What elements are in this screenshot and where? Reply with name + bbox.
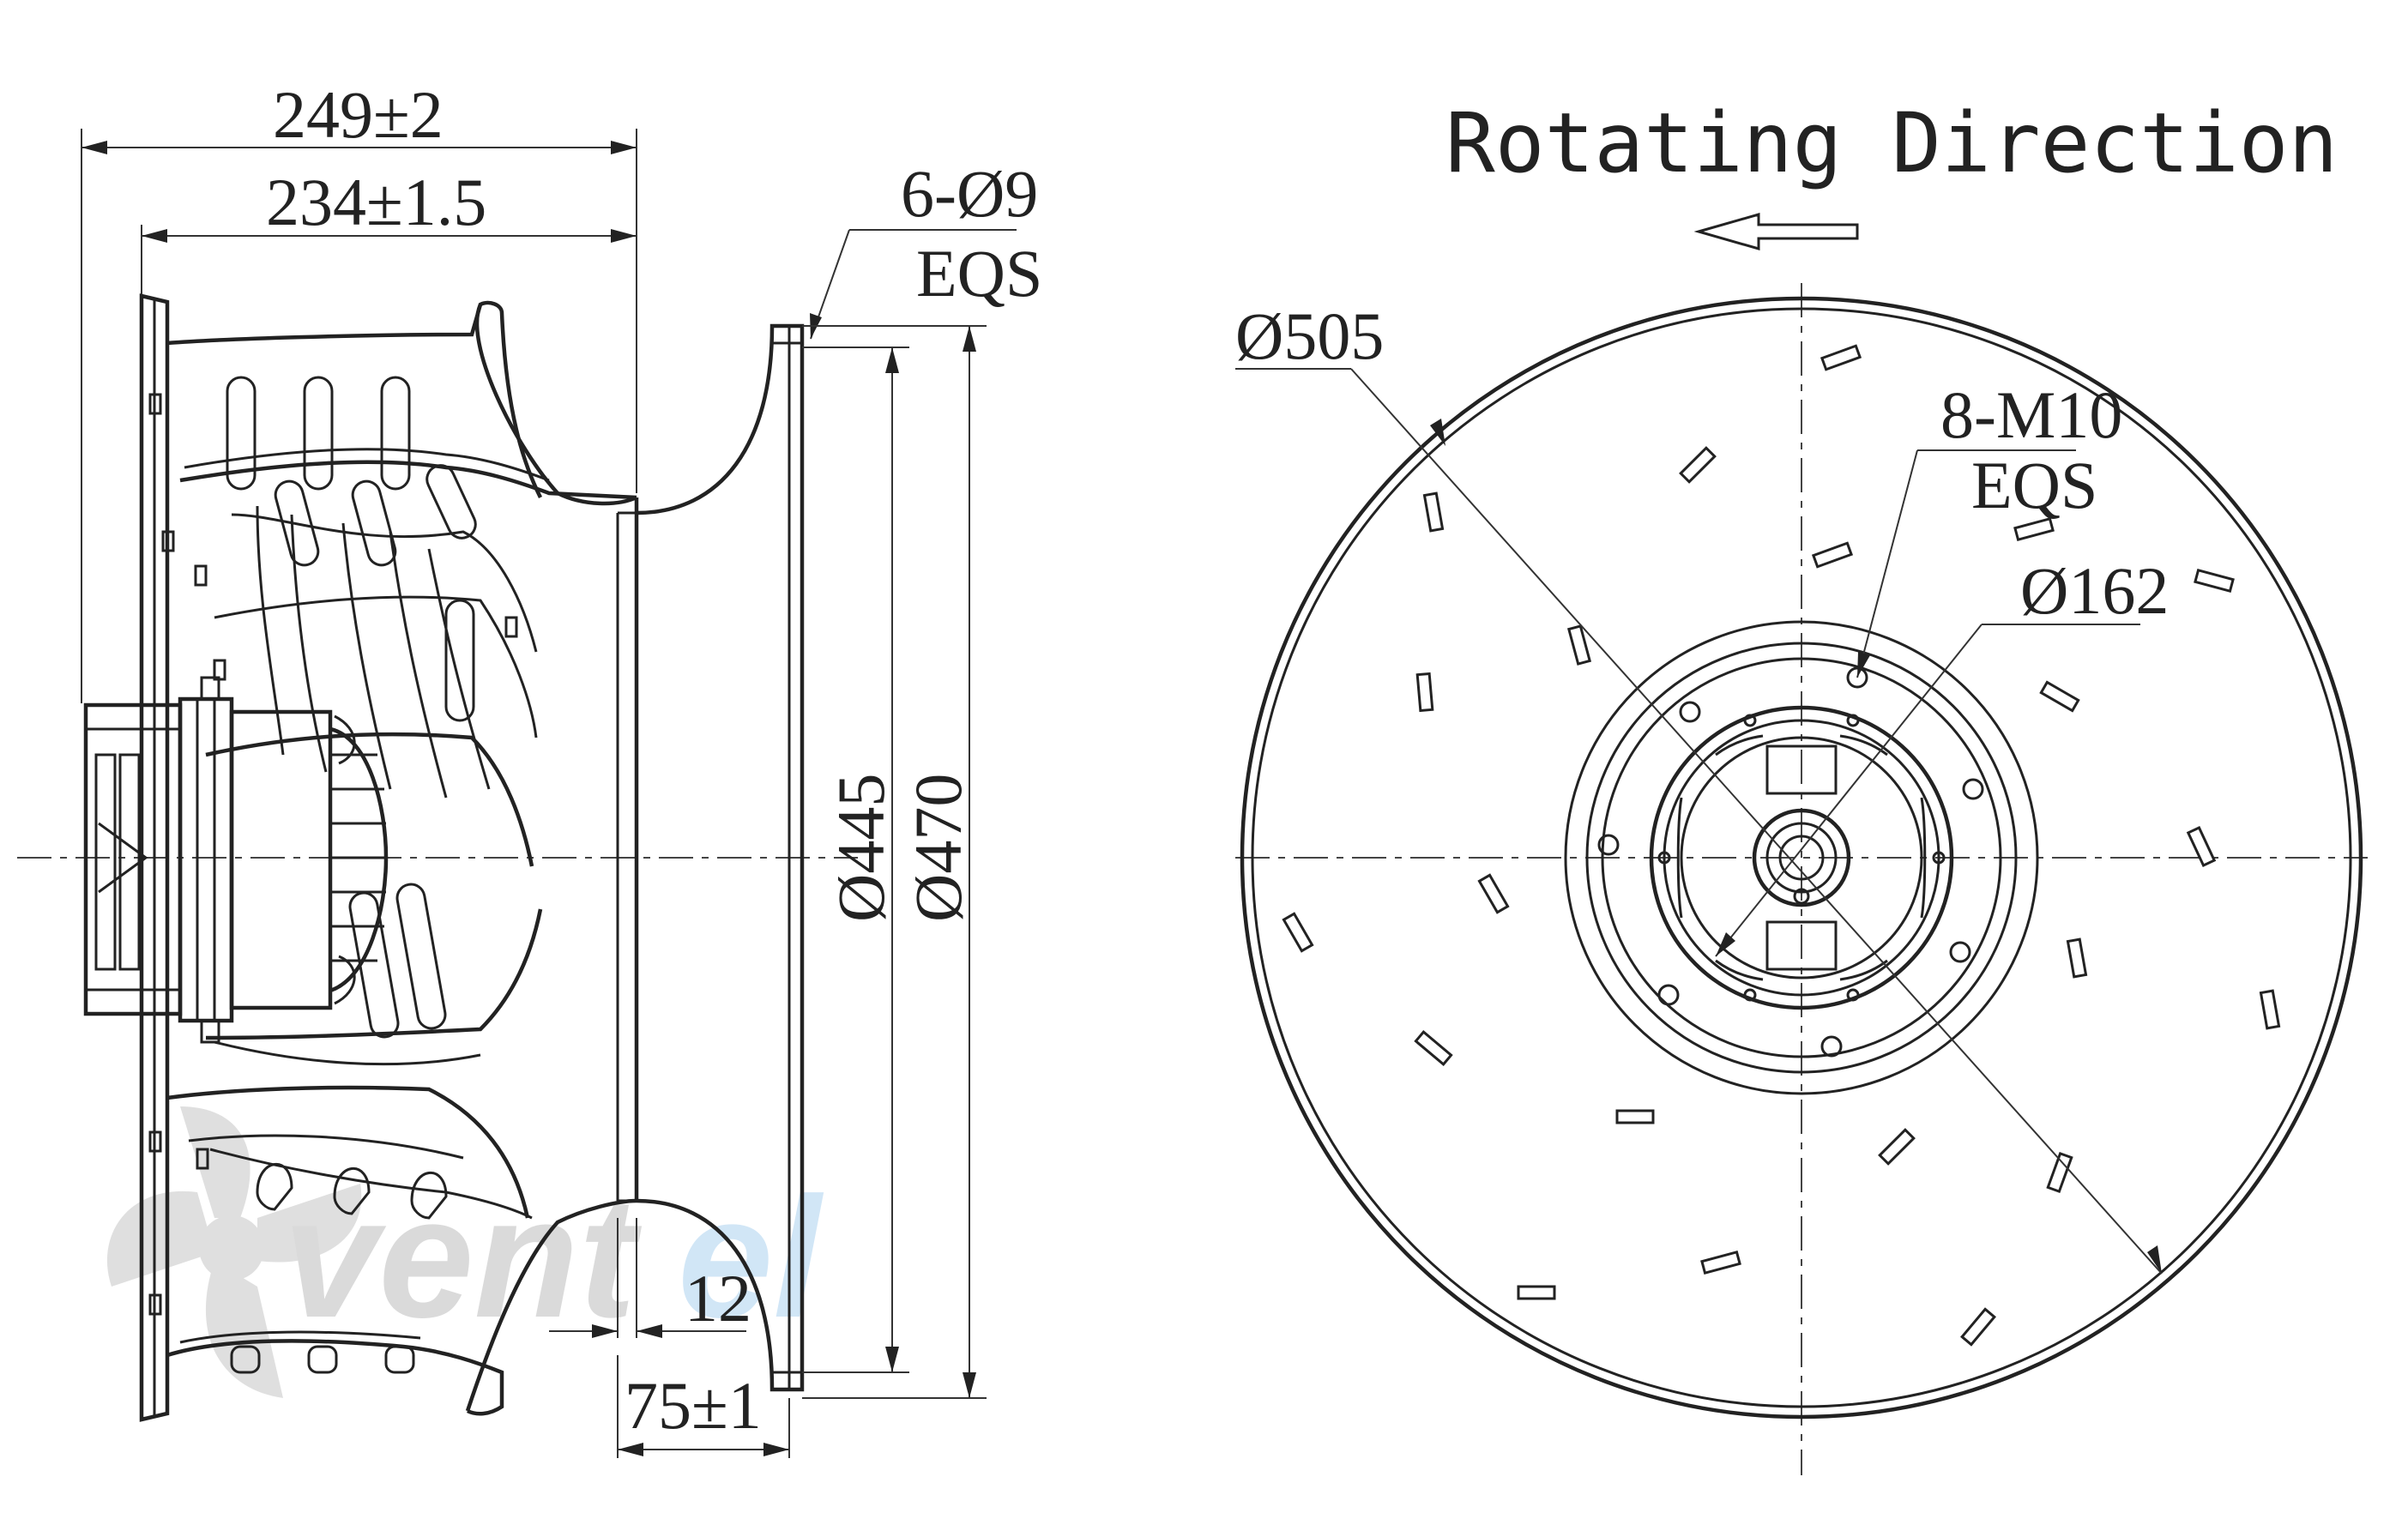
inlet-ring xyxy=(636,323,805,1392)
back-plate xyxy=(139,293,170,1422)
dimension-inlet-depth: 75±1 xyxy=(617,1355,790,1458)
dimension-bolt-circle: Ø162 xyxy=(1715,553,2169,957)
dim-label-6-d9: 6-Ø9 xyxy=(901,156,1038,231)
watermark-text-vent: vent xyxy=(283,1162,643,1353)
dimension-inlet-offset: 12 xyxy=(549,1218,751,1338)
dim-label-234: 234±1.5 xyxy=(266,165,486,239)
shroud xyxy=(465,304,639,1412)
side-view: 249±2 234±1.5 xyxy=(17,77,1042,1458)
dim-label-eqs-front: EQS xyxy=(1971,448,2097,522)
dim-label-eqs-side: EQS xyxy=(916,236,1042,310)
motor xyxy=(83,676,389,1044)
impeller-blades-lower xyxy=(148,908,543,1416)
dimension-body-length: 234±1.5 xyxy=(141,165,637,296)
impeller-inner-circle xyxy=(1251,307,2352,1408)
dimension-flange-diameter: Ø470 xyxy=(802,325,987,1399)
blade-slots xyxy=(1282,344,2281,1347)
motor-hub xyxy=(1564,620,2039,1095)
dimension-impeller-diameter: Ø505 xyxy=(1235,298,2163,1275)
dim-label-75: 75±1 xyxy=(625,1368,762,1443)
dim-label-505: Ø505 xyxy=(1235,298,1384,373)
dim-label-249: 249±2 xyxy=(273,77,444,152)
watermark-text-el: el xyxy=(678,1162,824,1353)
dim-label-8-m10: 8-M10 xyxy=(1940,377,2122,452)
watermark-logo: vent el xyxy=(106,1106,824,1398)
dimension-overall-length: 249±2 xyxy=(81,77,637,703)
dimension-mount-holes: 6-Ø9 EQS xyxy=(810,156,1042,340)
rotating-direction-title: Rotating Direction xyxy=(1445,95,2338,191)
dim-label-12: 12 xyxy=(685,1261,751,1335)
dim-label-470: Ø470 xyxy=(901,774,975,922)
impeller-outer-circle xyxy=(1240,296,2363,1420)
impeller-blades-upper xyxy=(148,300,637,1039)
dimension-motor-bolts: 8-M10 EQS xyxy=(1856,377,2122,678)
front-view: Rotating Direction xyxy=(1235,95,2368,1475)
rotation-arrow-icon xyxy=(1693,213,1859,250)
dim-label-162: Ø162 xyxy=(2020,553,2169,628)
dim-label-445: Ø445 xyxy=(824,774,898,922)
dimension-inlet-diameter: Ø445 xyxy=(802,347,909,1373)
